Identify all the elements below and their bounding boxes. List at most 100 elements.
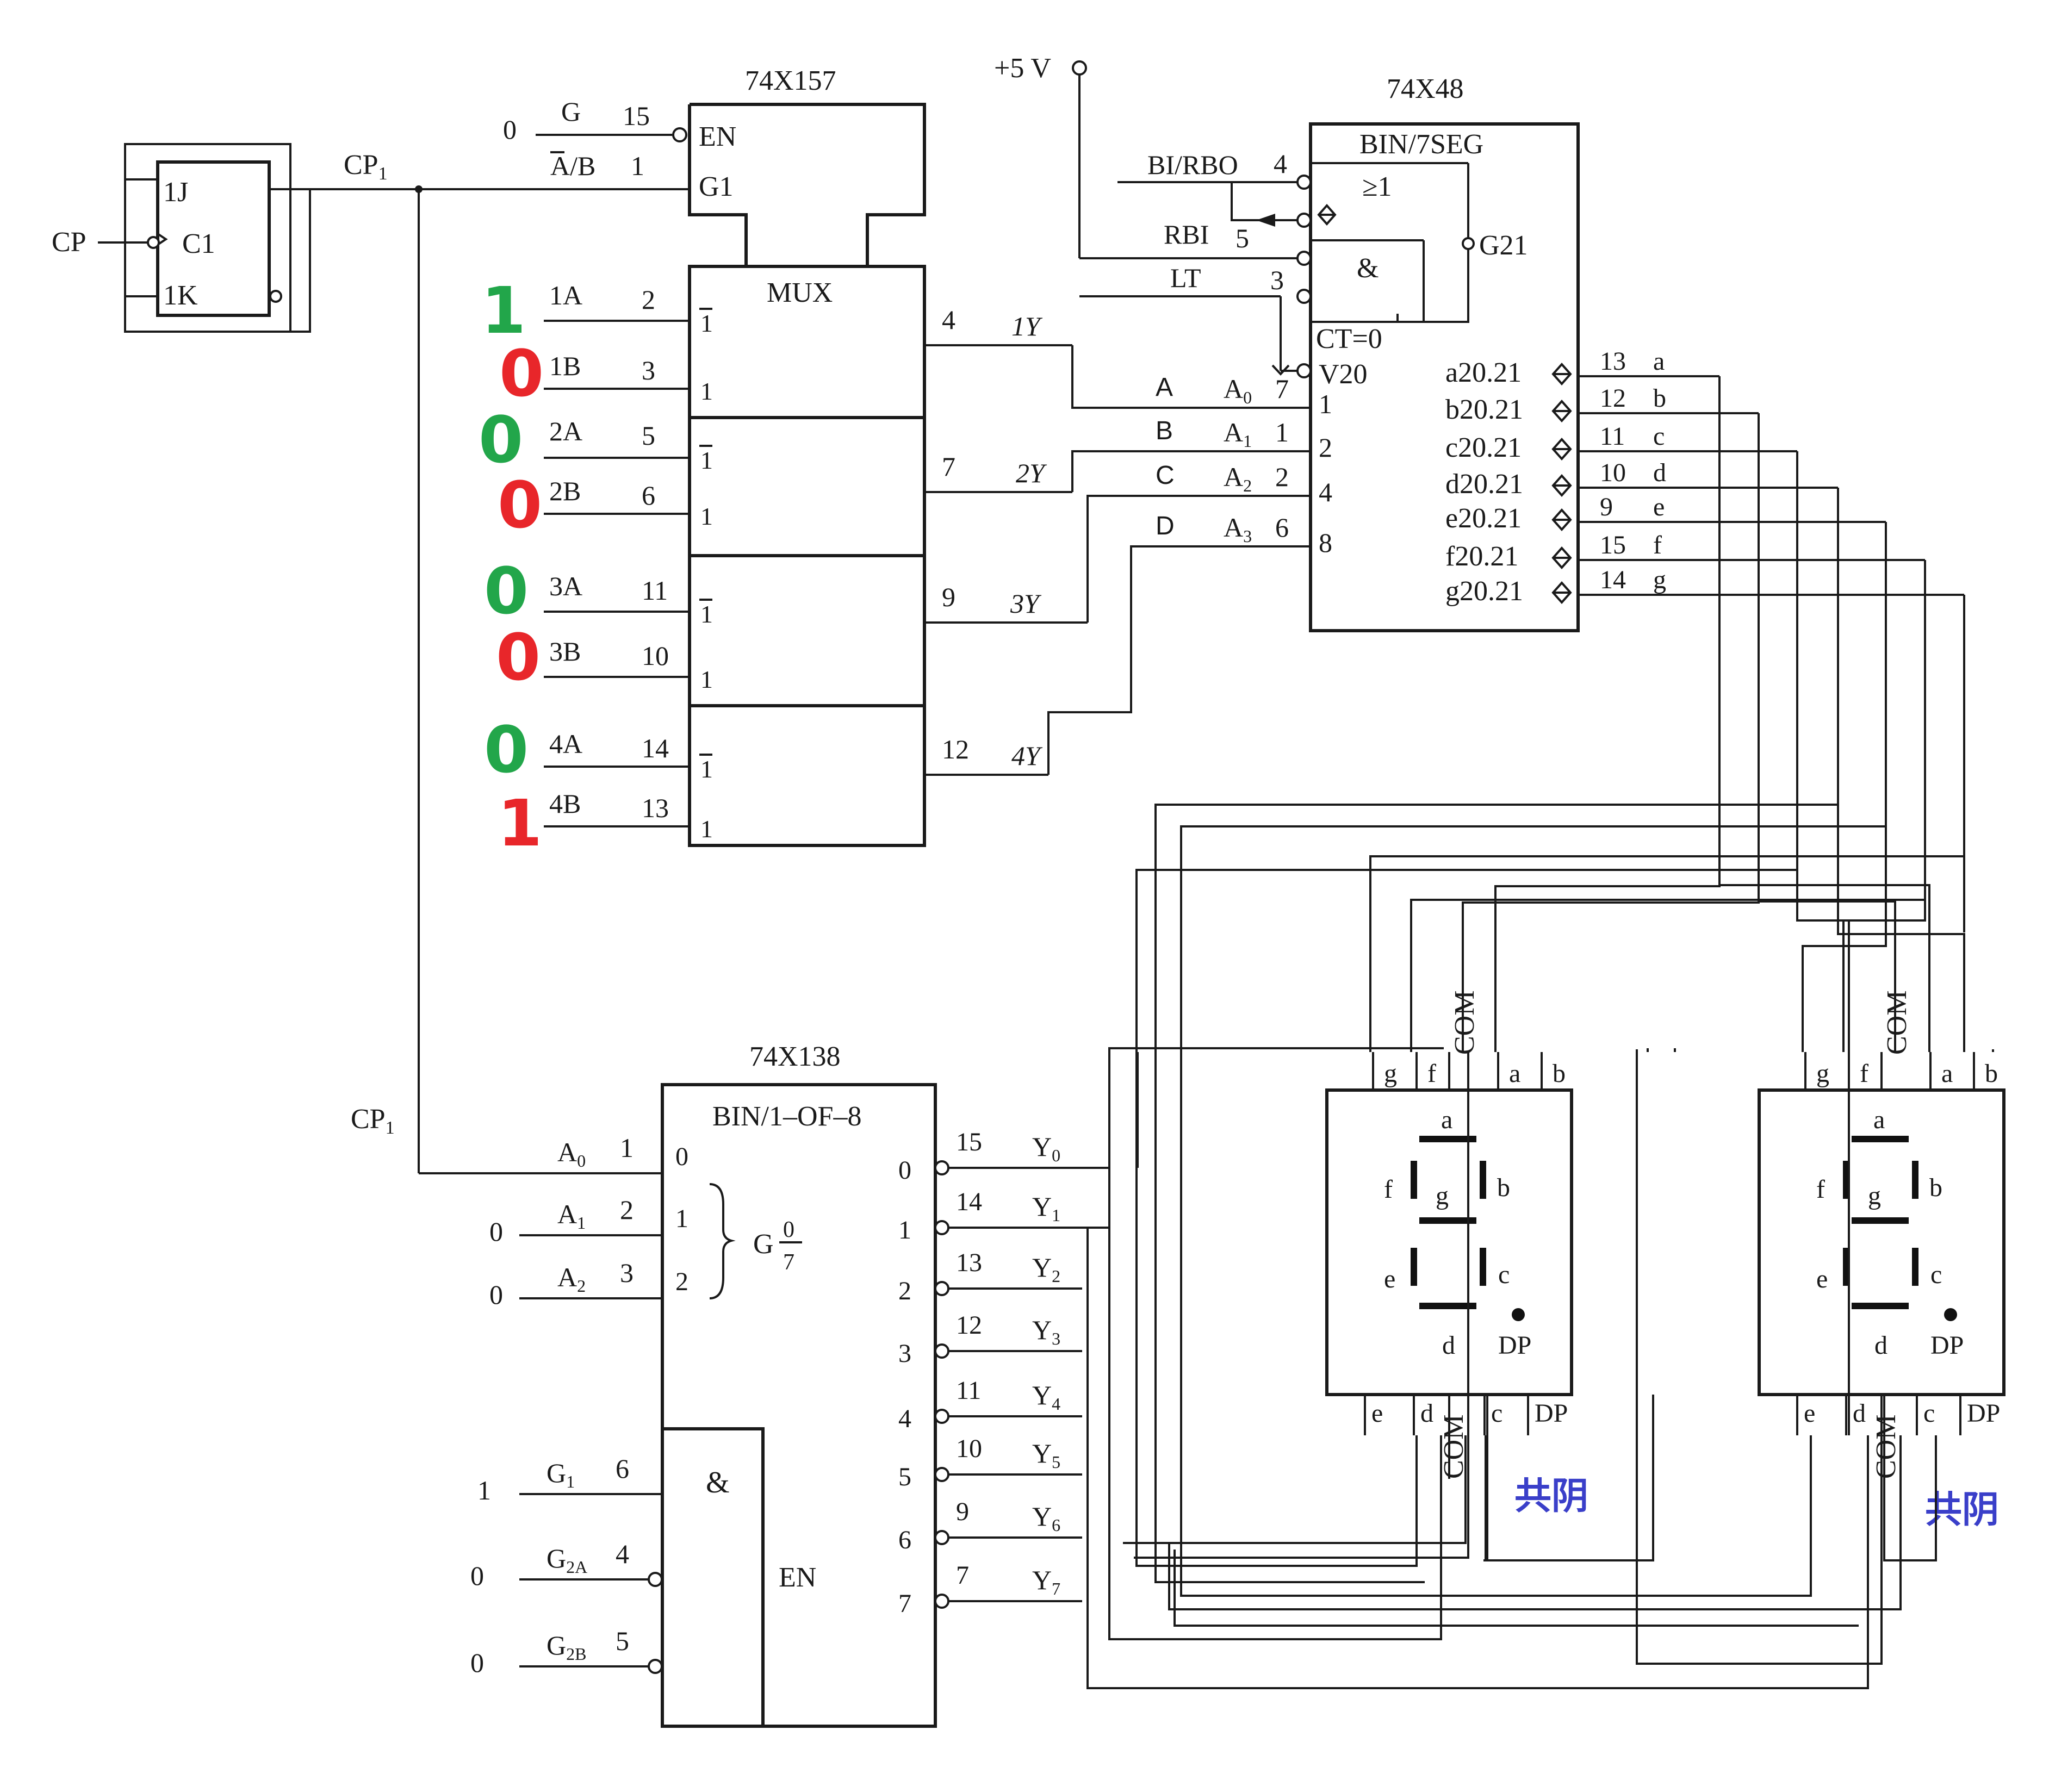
sel-output-pin: 15 [956,1128,982,1156]
sel-enable-pin: 4 [616,1539,629,1569]
dec-or-symbol: ≥1 [1362,171,1392,202]
mux-output-label: 3Y [1010,588,1042,619]
dec-output-label: a20.21 [1445,357,1522,388]
sel-output-index: 1 [898,1216,911,1245]
dec-input-weight: 4 [1319,477,1332,507]
mux-input-bit: 0 [499,336,544,411]
sel-enable-value: 1 [477,1475,491,1505]
mux-onebar-marker: 1 [700,755,713,783]
dec-output-pin: 11 [1600,422,1625,451]
sel-g-den: 7 [783,1250,794,1275]
ff-j-label: 1J [163,177,188,208]
clock-inversion-bubble [147,236,160,249]
dec-output-label: d20.21 [1445,469,1523,500]
common-cathode-label: 共阴 [1514,1475,1588,1518]
display-pin-top: a [1941,1059,1953,1088]
common-cathode-label: 共阴 [1925,1489,1999,1532]
dp-label: DP [1498,1331,1531,1360]
mux-input-label: 2A [549,416,582,446]
mux-onebar-marker: 1 [700,446,713,474]
sel-output-index: 3 [898,1339,911,1368]
sel-en-label: EN [779,1562,816,1593]
dec-output-label: c20.21 [1445,432,1522,463]
dec-input-weight: 8 [1319,527,1332,558]
mux-input-pin: 14 [642,733,669,763]
sel-addr-index: 0 [675,1142,688,1171]
dec-output-label: g20.21 [1445,576,1523,607]
mux-input-pin: 13 [642,793,669,823]
dec-output-seg: e [1653,493,1665,521]
sel-g-label: G [753,1229,774,1260]
mux-output-pin: 4 [942,304,955,335]
mux-ab-label: A/B [550,151,595,181]
display-pin-bottom: d [1853,1399,1866,1428]
dec-output-pin: 15 [1600,531,1626,559]
vcc-terminal [1072,60,1087,76]
dec-input-name: A2 [1224,462,1252,495]
mux-output-label: 4Y [1011,741,1043,771]
dec-input-weight: 2 [1319,432,1332,463]
sel-enable-pin: 5 [616,1626,629,1656]
sel-part-number: 74X138 [749,1041,841,1072]
dec-net-label: B [1156,416,1173,445]
display-pin-bottom: DP [1535,1399,1568,1428]
sel-enable-label: G2A [547,1543,587,1577]
segment-label: b [1497,1173,1510,1202]
segment-label: d [1874,1331,1887,1360]
active-low-bubble [934,1409,949,1424]
mux-input-pin: 5 [642,420,655,451]
sel-cp1-label: CP1 [351,1104,395,1138]
display-pin-bottom: c [1491,1399,1502,1428]
sel-addr-pin: 2 [620,1194,634,1225]
lt-pin: 3 [1270,265,1284,295]
mux-input-pin: 3 [642,355,655,385]
mux-input-label: 4A [549,729,582,759]
ff-c-label: C1 [182,228,215,259]
vcc-label: +5 V [994,53,1051,84]
sel-addr-value: 0 [489,1216,503,1247]
mux-g1-label: G1 [699,171,734,202]
segment-label: f [1816,1175,1825,1204]
mux-input-pin: 6 [642,480,655,511]
sel-output-label: Y6 [1032,1501,1060,1535]
active-low-bubble [934,1594,949,1609]
mux-one-marker: 1 [700,815,713,843]
active-low-bubble [934,1530,949,1545]
interconnect-wires [1082,376,1994,1689]
display-com-top: COM [1882,991,1913,1055]
sel-output-pin: 11 [956,1376,981,1405]
sel-output-index: 2 [898,1277,911,1305]
sel-enable-label: G1 [547,1458,575,1491]
dec-output-seg: g [1653,565,1666,594]
active-low-bubble [648,1572,663,1587]
dec-output-seg: c [1653,422,1665,451]
sel-output-index: 4 [898,1404,911,1433]
segment-dp [1944,1308,1957,1321]
segment-label: c [1930,1260,1942,1289]
sel-output-label: Y0 [1032,1131,1060,1165]
dec-input-name: A0 [1224,374,1252,407]
rbi-label: RBI [1164,219,1209,250]
sel-enable-pin: 6 [616,1453,629,1484]
sel-addr-label: A2 [557,1262,586,1296]
mux-input-label: 1B [549,351,581,381]
dec-output-seg: d [1653,458,1666,487]
dec-output-label: e20.21 [1445,503,1522,534]
sel-output-index: 0 [898,1156,911,1185]
segment-label: f [1384,1175,1393,1204]
mux-input-label: 3B [549,636,581,667]
sel-output-index: 7 [898,1589,911,1618]
sel-addr-value: 0 [489,1279,503,1310]
mux-input-bit: 0 [496,620,541,695]
mux-input-label: 4B [549,788,581,819]
dec-input-pin: 7 [1275,374,1289,404]
rbi-pin: 5 [1235,223,1249,253]
ff-k-label: 1K [163,280,198,311]
sel-output-label: Y3 [1032,1315,1060,1348]
dec-output-seg: b [1653,384,1666,413]
dec-output-pin: 14 [1600,565,1626,594]
display-pin-bottom: d [1420,1399,1433,1428]
mux-input-label: 3A [549,571,582,601]
dec-net-label: C [1156,461,1175,490]
dec-input-pin: 2 [1275,462,1289,492]
